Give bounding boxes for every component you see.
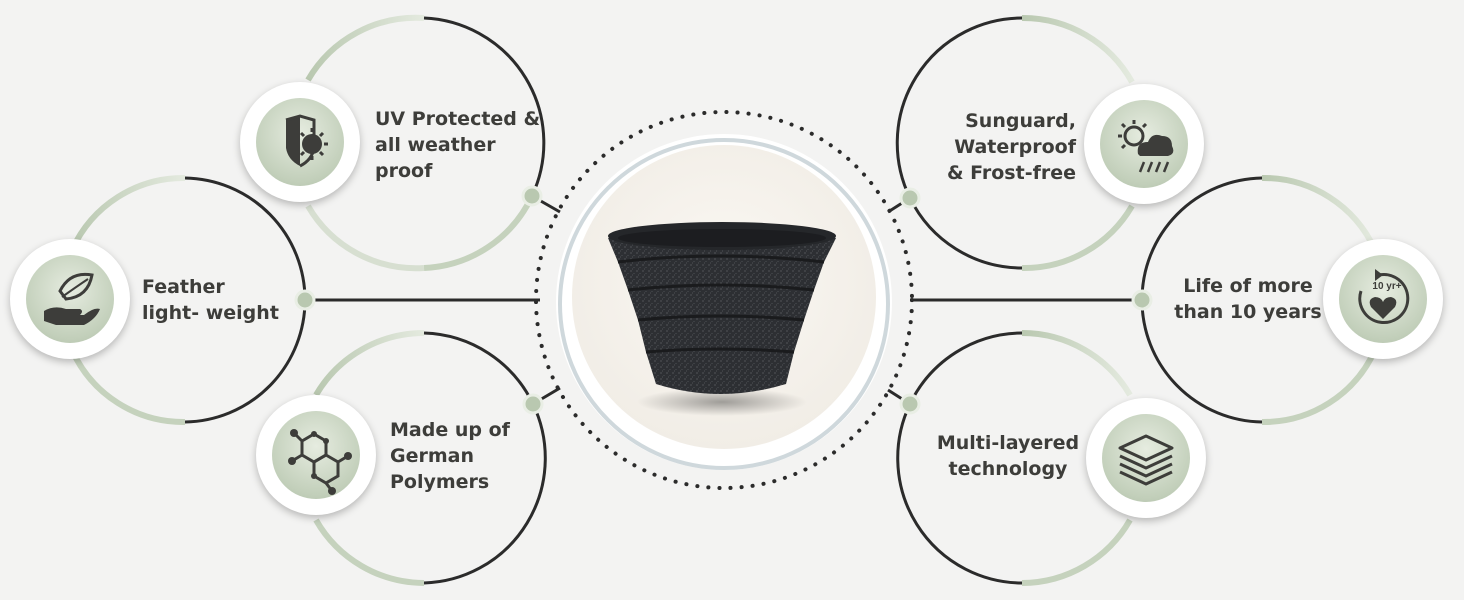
ring-feather	[69, 174, 307, 426]
feature-label-sunguard: Sunguard, Waterproof & Frost-free	[946, 110, 1076, 184]
ring-life	[1140, 174, 1378, 426]
layers-icon	[1118, 434, 1174, 486]
ten-years-text: 10 yr+	[1372, 281, 1401, 292]
leaf-hand-icon	[44, 272, 100, 325]
connector-dots	[294, 185, 1153, 415]
molecule-icon	[288, 429, 352, 495]
ring-sunguard	[895, 14, 1135, 272]
feature-label-layers: Multi-layered technology	[936, 432, 1080, 480]
ring-uv	[305, 14, 546, 272]
badge-uv	[240, 82, 360, 202]
shield-sun-icon	[285, 114, 328, 168]
planter-pot-image	[608, 222, 836, 416]
badge-feather	[10, 239, 130, 359]
feature-label-feather: Feather light- weight	[142, 276, 279, 324]
feature-label-life: Life of more than 10 years	[1174, 275, 1322, 323]
badge-life: 10 yr+	[1323, 239, 1443, 359]
sun-cloud-rain-icon	[1118, 120, 1174, 173]
badge-polymers	[256, 395, 376, 515]
feature-label-polymers: Made up of German Polymers	[390, 419, 510, 493]
badge-sunguard	[1084, 84, 1204, 204]
feature-label-uv: UV Protected & all weather proof	[375, 108, 541, 182]
ring-layers	[896, 330, 1133, 586]
ring-polymers	[313, 330, 547, 586]
heart-10yr-icon: 10 yr+	[1358, 269, 1410, 325]
badge-layers	[1086, 398, 1206, 518]
